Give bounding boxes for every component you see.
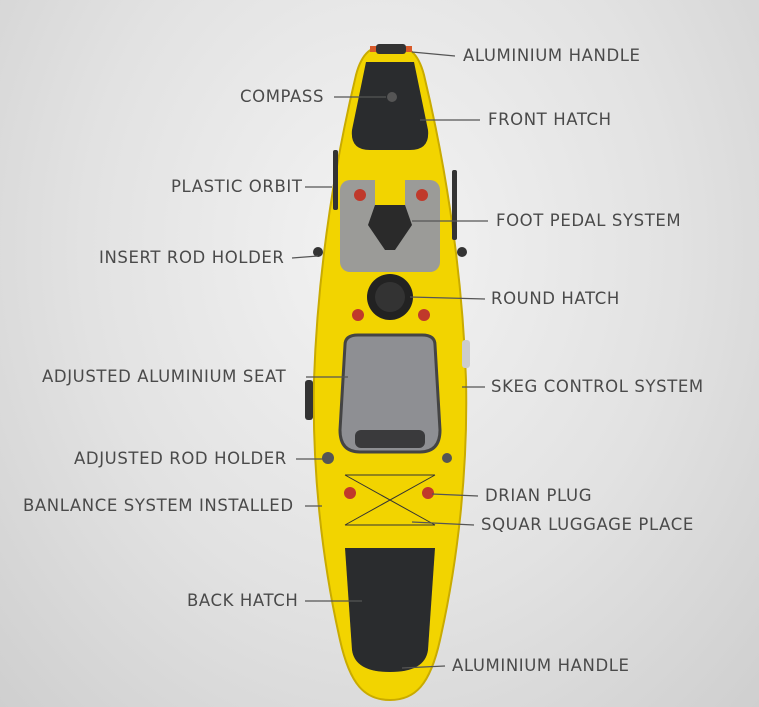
- label-insert-rod-holder: INSERT ROD HOLDER: [99, 248, 285, 267]
- label-adjusted-rod-holder: ADJUSTED ROD HOLDER: [74, 449, 287, 468]
- label-aluminium-handle-top: ALUMINIUM HANDLE: [463, 46, 641, 65]
- label-skeg-control-system: SKEG CONTROL SYSTEM: [491, 377, 704, 396]
- label-luggage-place: SQUAR LUGGAGE PLACE: [481, 515, 694, 534]
- label-drain-plug: DRIAN PLUG: [485, 486, 593, 505]
- label-front-hatch: FRONT HATCH: [488, 110, 612, 129]
- plastic-orbit-shape: [333, 150, 338, 210]
- leader-lines: [291, 51, 488, 669]
- label-back-hatch: BACK HATCH: [187, 591, 299, 610]
- label-aluminium-handle-bottom: ALUMINIUM HANDLE: [452, 656, 630, 675]
- compass-icon: [387, 92, 397, 102]
- label-compass: COMPASS: [240, 87, 325, 106]
- label-foot-pedal-system: FOOT PEDAL SYSTEM: [496, 211, 682, 230]
- back-hatch-shape: [345, 548, 435, 672]
- label-adjusted-aluminium-seat: ADJUSTED ALUMINIUM SEAT: [42, 367, 287, 386]
- label-round-hatch: ROUND HATCH: [491, 289, 620, 308]
- top-handle-icon: [376, 44, 406, 54]
- foot-pedal-icon: [368, 205, 412, 250]
- seat-shape: [338, 333, 442, 454]
- front-hatch-shape: [351, 62, 429, 150]
- label-plastic-orbit: PLASTIC ORBIT: [171, 177, 303, 196]
- label-balance-system: BANLANCE SYSTEM INSTALLED: [23, 496, 294, 515]
